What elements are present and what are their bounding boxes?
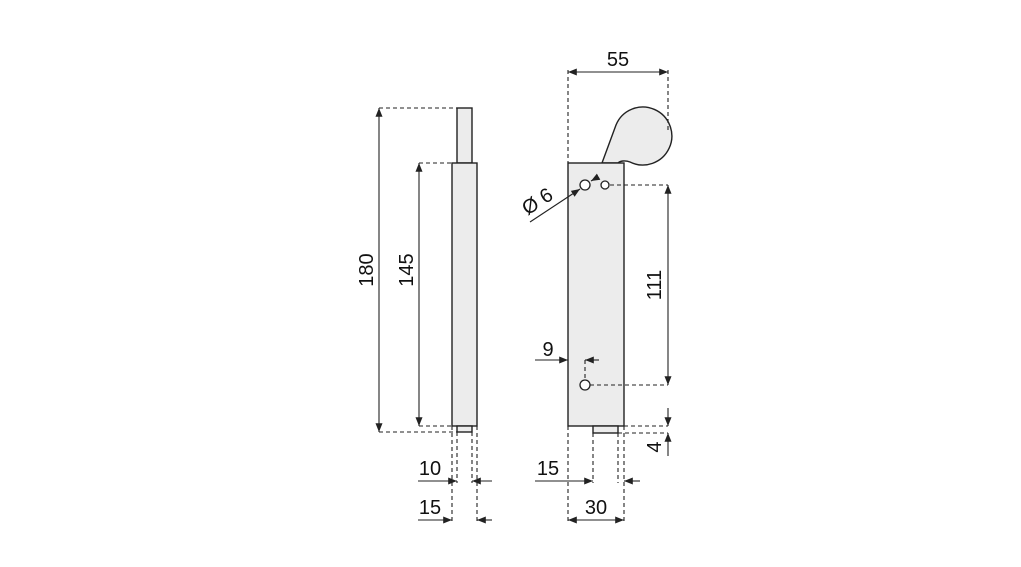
dim-front-bottom: 15 30 xyxy=(535,426,640,524)
bottom-pin xyxy=(456,425,473,433)
mounting-hole xyxy=(579,179,591,191)
dim-111: 111 xyxy=(590,184,672,386)
front-view: 55 Ø 6 111 9 4 xyxy=(518,49,673,524)
dim-label-9: 9 xyxy=(542,339,553,361)
dim-label-111: 111 xyxy=(644,270,666,300)
dim-label-180: 180 xyxy=(356,253,378,286)
dim-4: 4 xyxy=(618,408,672,456)
dim-label-10: 10 xyxy=(419,458,441,480)
top-pin xyxy=(456,107,473,164)
lever xyxy=(600,106,673,166)
side-body xyxy=(451,162,478,427)
mounting-hole xyxy=(600,180,610,190)
side-view: 180 145 10 15 xyxy=(356,107,492,524)
dim-label-15: 15 xyxy=(419,497,441,519)
dim-9: 9 xyxy=(535,339,599,380)
mounting-hole xyxy=(579,379,591,391)
dim-label-55: 55 xyxy=(607,49,629,71)
dim-label-30: 30 xyxy=(585,497,607,519)
dim-label-145: 145 xyxy=(396,253,418,286)
dim-label-diameter: Ø 6 xyxy=(518,184,557,220)
dim-label-15-front: 15 xyxy=(537,458,559,480)
front-body xyxy=(567,162,625,427)
dim-55: 55 xyxy=(567,49,669,163)
dim-label-4: 4 xyxy=(644,441,666,452)
front-bottom-pin xyxy=(592,425,619,434)
dim-180: 180 xyxy=(356,107,457,433)
dim-145: 145 xyxy=(396,162,452,427)
dim-side-bottom: 10 15 xyxy=(418,426,492,524)
